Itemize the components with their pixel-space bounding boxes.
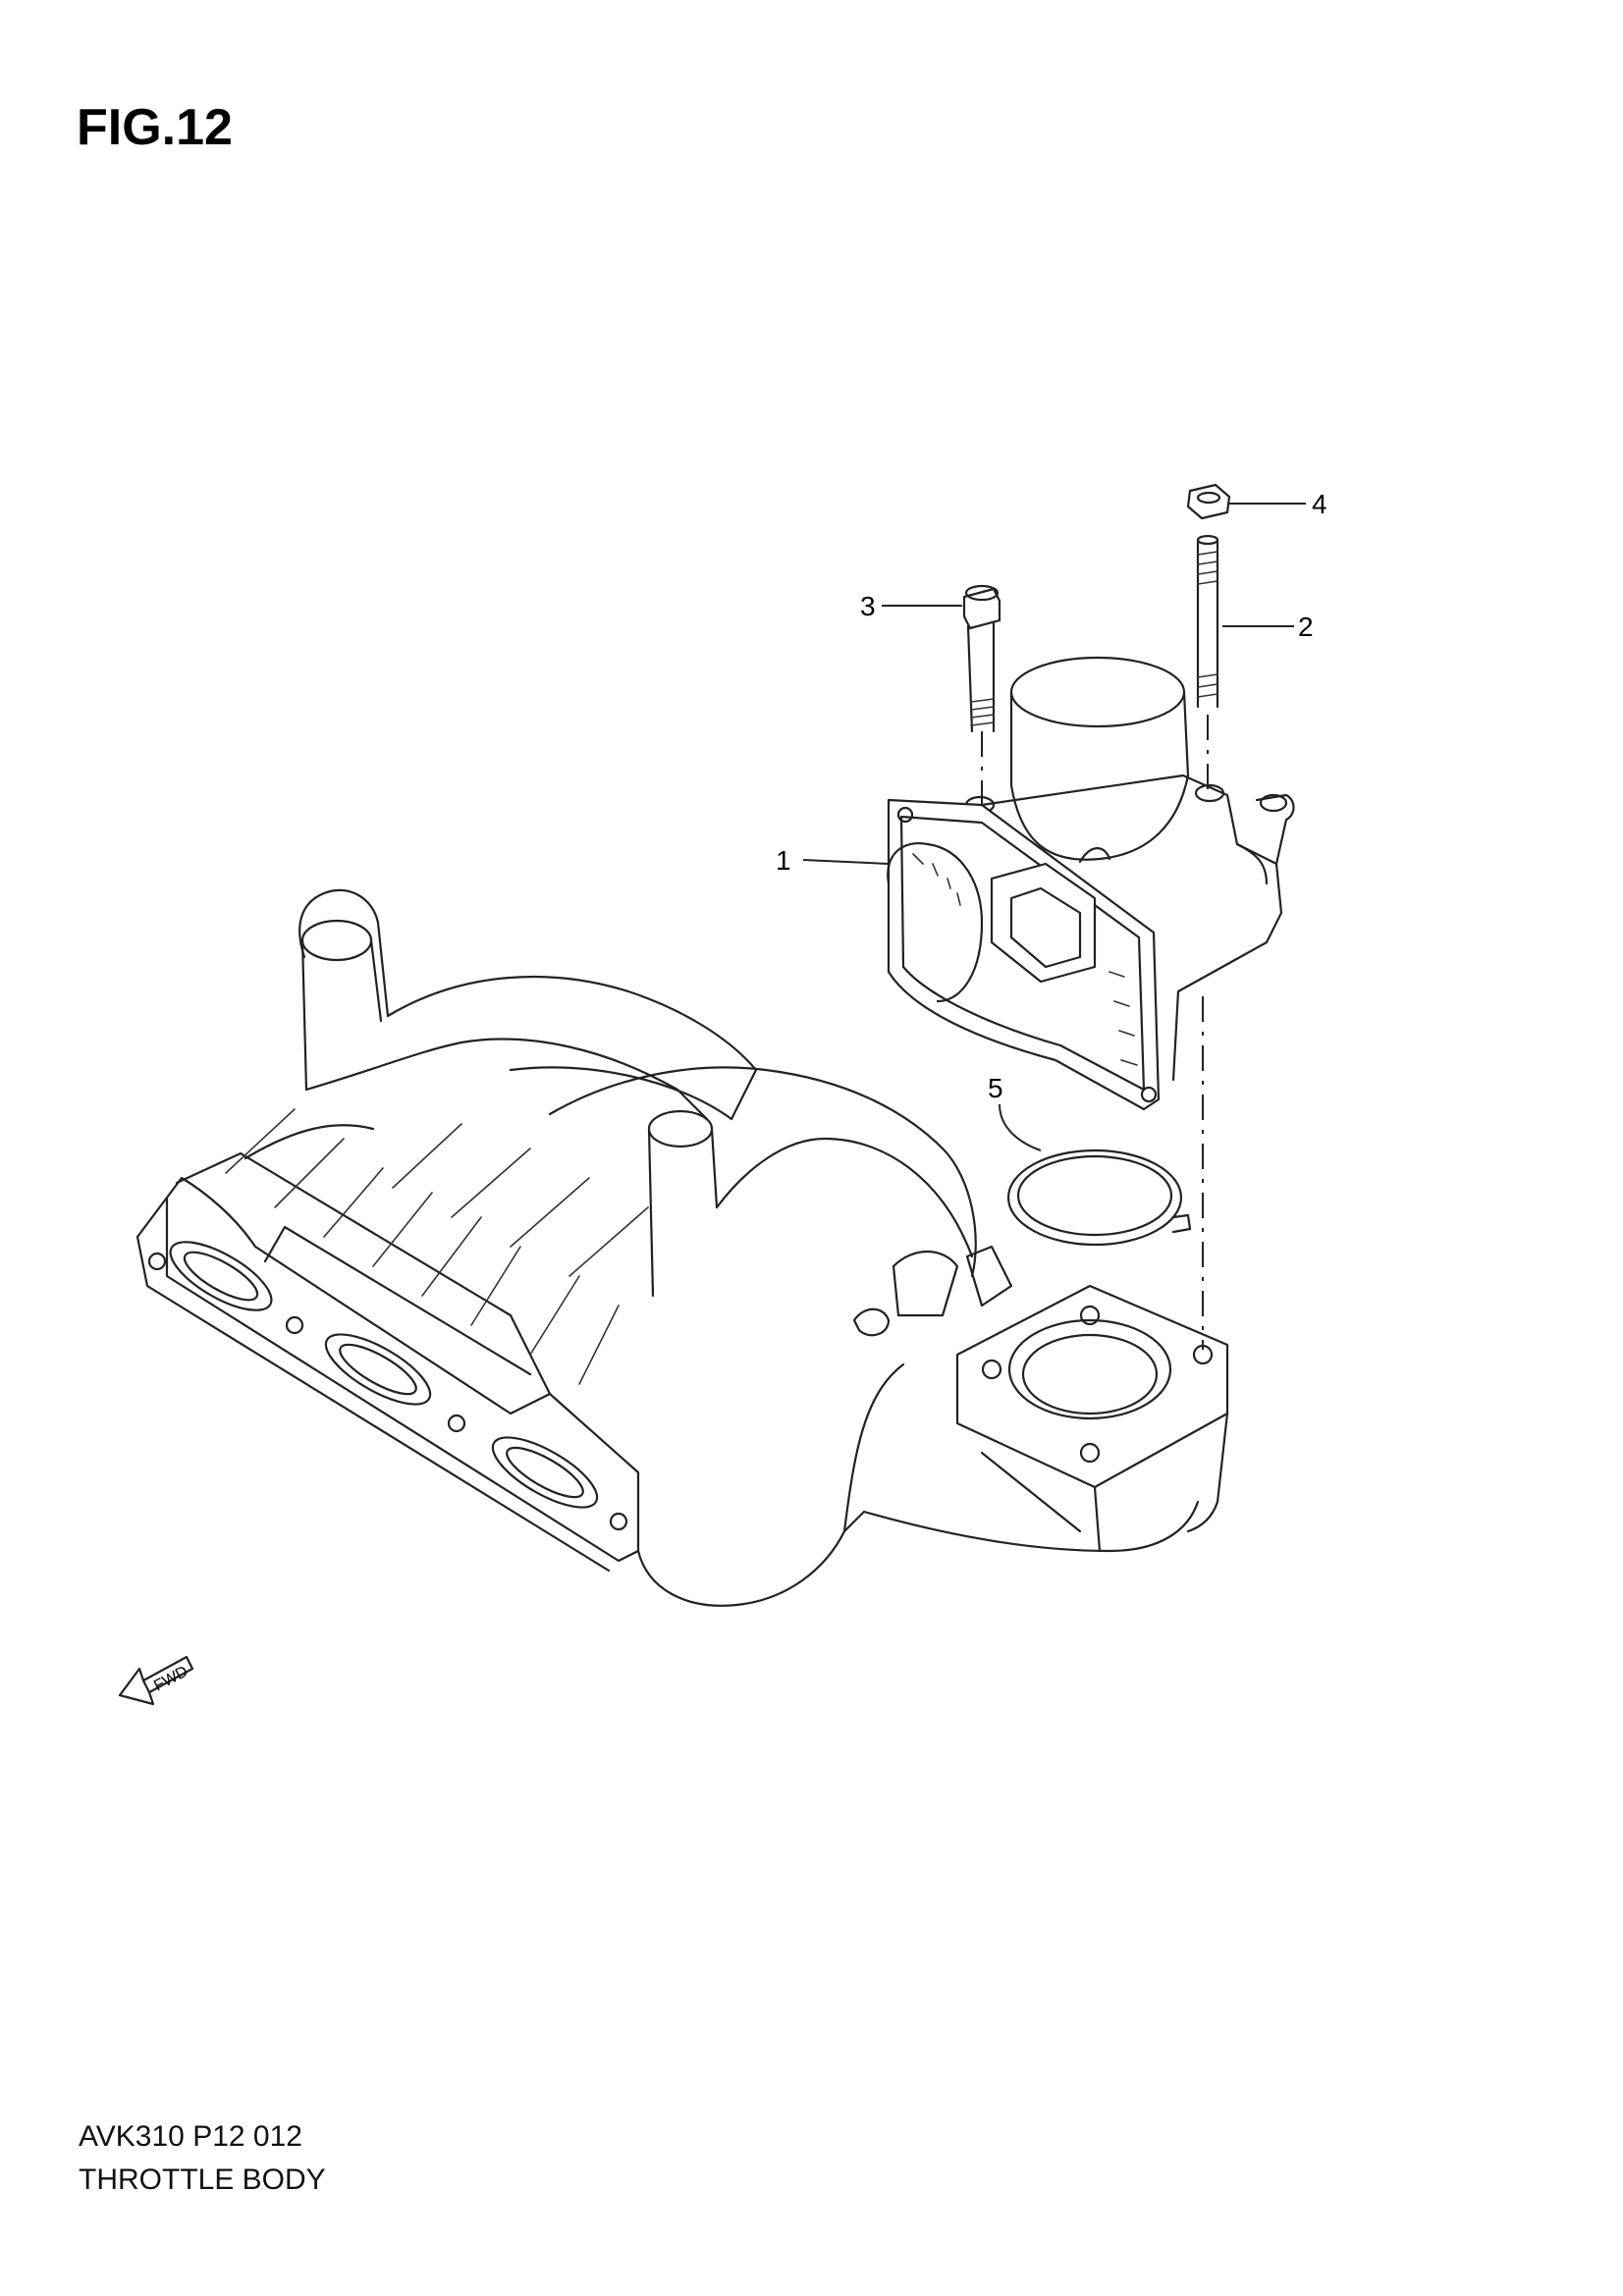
callout-label-5: 5 <box>988 1073 1003 1103</box>
callout-label-2: 2 <box>1298 612 1314 642</box>
intake-manifold <box>135 888 1229 1607</box>
callout-3: 3 <box>860 591 962 621</box>
fwd-arrow-icon: FWD <box>118 1655 194 1706</box>
callout-label-4: 4 <box>1312 489 1327 519</box>
diagram-code: AVK310 P12 012 <box>79 2120 302 2153</box>
callout-1: 1 <box>776 845 890 876</box>
stud-part-2 <box>1196 534 1219 709</box>
throttle-body-part-1 <box>887 656 1295 1111</box>
gasket-ring-part-5 <box>1006 1148 1192 1247</box>
assembly-center-lines <box>981 715 1209 1350</box>
callout-4: 4 <box>1229 489 1327 519</box>
callout-5: 5 <box>988 1073 1042 1151</box>
diagram-name: THROTTLE BODY <box>79 2163 326 2196</box>
bolt-part-3 <box>962 584 1001 733</box>
callout-2: 2 <box>1222 612 1314 642</box>
figure-title: FIG.12 <box>77 99 233 156</box>
callout-label-3: 3 <box>860 591 876 621</box>
callout-label-1: 1 <box>776 845 791 876</box>
nut-part-4 <box>1186 483 1231 520</box>
